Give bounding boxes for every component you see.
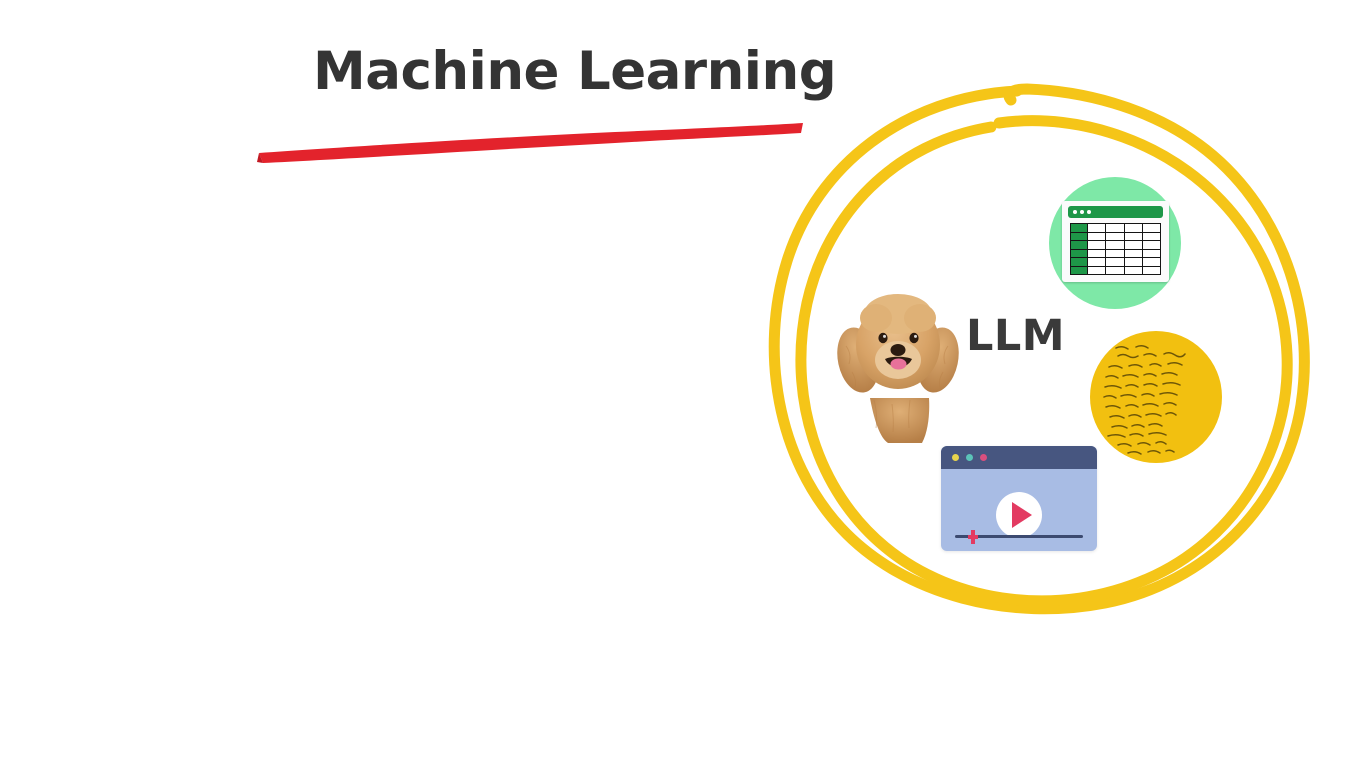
sheet-cell [1106,241,1124,249]
play-icon [1011,502,1032,528]
video-scrubber-handle[interactable] [967,529,978,544]
sheet-cell [1142,258,1160,266]
window-dot-icon [1080,210,1084,214]
video-progress-bar[interactable] [955,529,1083,544]
window-dot-icon [1087,210,1091,214]
video-player-icon[interactable] [941,446,1097,551]
sheet-header-cell [1071,232,1087,240]
sheet-cell [1106,224,1124,232]
modality-cluster: LLM [755,55,1315,625]
sheet-header-cell [1071,241,1087,249]
play-button[interactable] [996,492,1042,538]
title-underline-stroke [257,123,803,163]
sheet-cell [1142,249,1160,257]
sheet-cell [1106,249,1124,257]
handwritten-note-scribble [1103,344,1186,455]
sheet-cell [1142,266,1160,274]
window-dot-icon [952,454,959,461]
sheet-cell [1142,241,1160,249]
sheet-cell [1106,266,1124,274]
sheet-header-cell [1071,266,1087,274]
sheet-cell [1088,266,1106,274]
sheet-cell [1142,232,1160,240]
sheet-cell [1088,249,1106,257]
sheet-cell [1124,266,1142,274]
handwriting-icon[interactable] [1090,331,1222,463]
sheet-header-cell [1071,249,1087,257]
sheet-cell [1124,232,1142,240]
sheet-cell [1106,232,1124,240]
sheet-cell [1088,258,1106,266]
window-dot-icon [980,454,987,461]
video-titlebar [941,446,1097,469]
llm-label: LLM [966,311,1066,361]
sheet-cell [1088,241,1106,249]
window-dot-icon [1073,210,1077,214]
title-block: Machine Learning [255,45,837,165]
sheet-cell [1106,258,1124,266]
spreadsheet-titlebar [1068,206,1163,218]
dog-photo [830,288,965,443]
page-title: Machine Learning [313,41,837,102]
sheet-cell [1142,224,1160,232]
sheet-cell [1124,258,1142,266]
sheet-cell [1124,249,1142,257]
sheet-header-cell [1071,224,1087,232]
sheet-cell [1124,224,1142,232]
spreadsheet-grid [1070,223,1161,275]
sheet-cell [1088,224,1106,232]
sheet-cell [1088,232,1106,240]
sheet-cell [1124,241,1142,249]
poodle-illustration [830,288,965,443]
window-dot-icon [966,454,973,461]
sheet-header-cell [1071,258,1087,266]
spreadsheet-icon[interactable] [1049,177,1181,309]
spreadsheet-window [1062,201,1169,282]
